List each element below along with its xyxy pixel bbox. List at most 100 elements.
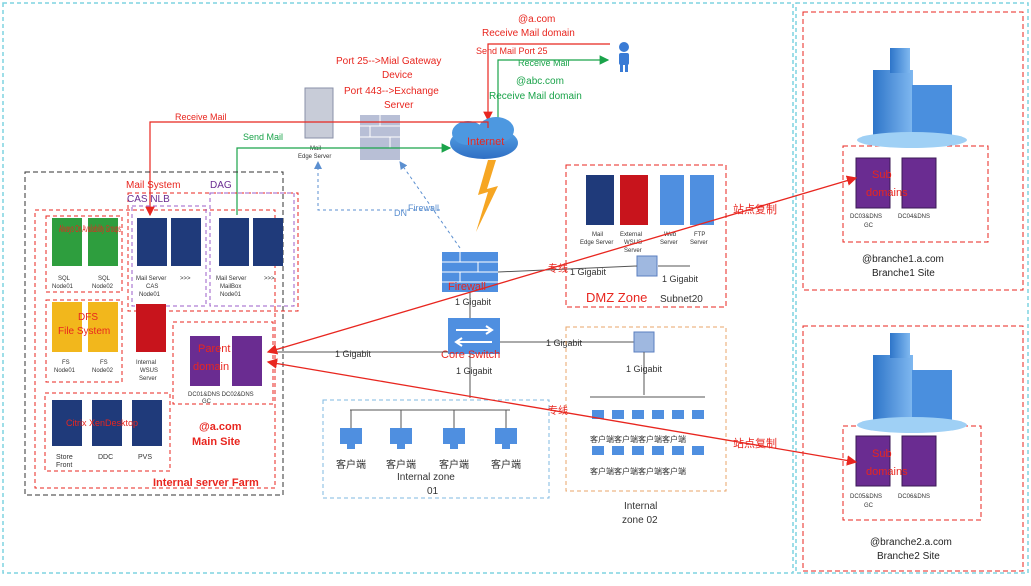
user-icon xyxy=(619,42,629,72)
dc04-label: DC04&DNS xyxy=(898,214,930,220)
fs2-label: FS xyxy=(100,360,108,366)
core-firewall-label: Firewall xyxy=(448,281,486,293)
branch2-sub-label: Sub xyxy=(872,448,892,460)
mailbox-server-icon-2 xyxy=(253,218,283,266)
client-pc-grid xyxy=(592,410,704,455)
more-mailbox-label: >>> xyxy=(264,276,275,282)
firewall-gigabit-label: 1 Gigabit xyxy=(455,297,492,307)
dc01-dc02-label: DC01&DNS DC02&DNS xyxy=(188,392,254,398)
receive-mail-line xyxy=(497,55,610,120)
dfs-label-2: File System xyxy=(58,326,110,337)
internal-wsus-label: Internal xyxy=(136,360,156,366)
abc-com-label: @abc.com xyxy=(516,76,564,87)
fs1-label-2: Node01 xyxy=(54,368,76,374)
dc05-gc-label: GC xyxy=(864,503,874,509)
dag-label: DAG xyxy=(210,180,232,191)
more-cas-label: >>> xyxy=(180,276,191,282)
internal-server-farm-label: Internal server Farm xyxy=(153,477,259,489)
sql-node01-server-icon xyxy=(52,218,82,266)
main-site-domain-label: @a.com xyxy=(199,421,242,433)
edge-server-label: Mail xyxy=(310,146,321,152)
zone1-label: Internal zone xyxy=(397,472,455,483)
replication-line-branch1 xyxy=(266,175,858,355)
zone2-clients-row-1: 客户端客户端客户端客户端 xyxy=(590,434,686,444)
parent-domain-label-2: domain xyxy=(193,361,229,373)
client-label: 客户端 xyxy=(336,458,366,471)
dmz-mail-edge-label: Mail xyxy=(592,232,603,238)
lightning-icon xyxy=(476,160,498,232)
storefront-server-icon xyxy=(52,400,82,446)
dmz-mail-edge-label-2: Edge Server xyxy=(580,240,613,246)
client-label: 客户端 xyxy=(491,458,521,471)
dc04-server-icon xyxy=(901,157,937,209)
port25-label: Port 25-->Mial Gateway xyxy=(336,56,441,67)
pvs-server-icon xyxy=(132,400,162,446)
dc05-label: DC05&DNS xyxy=(850,494,882,500)
port443-label: Port 443-->Exchange xyxy=(344,86,439,97)
mail-cas-label-2: CAS xyxy=(146,284,158,290)
dmz-wsus-label-3: Server xyxy=(624,248,642,254)
mail-cas-label-3: Node01 xyxy=(139,292,161,298)
dc03-label: DC03&DNS xyxy=(850,214,882,220)
pvs-label: PVS xyxy=(138,454,152,461)
dc06-server-icon xyxy=(901,435,937,487)
leased-line-label-bottom: 专线 xyxy=(548,404,568,417)
branch2-site-name: Branche2 Site xyxy=(877,551,940,562)
fs2-label-2: Node02 xyxy=(92,368,114,374)
dmz-wsus-label-2: WSUS xyxy=(624,240,642,246)
client-pc-icon xyxy=(390,428,412,449)
dmz-subnet-label: Subnet20 xyxy=(660,294,703,305)
sql1-label: SQL xyxy=(58,276,71,282)
firewall-link-label: Firewall xyxy=(408,203,439,213)
site-replication-label-1: 站点复制 xyxy=(733,202,777,216)
branch2-domain: @branche2.a.com xyxy=(870,537,952,548)
client-label: 客户端 xyxy=(386,458,416,471)
dc03-gc-label: GC xyxy=(864,223,874,229)
send-mail-port-label: Send Mail Port 25 xyxy=(476,46,548,56)
parent-domain-label: Parent xyxy=(198,343,230,355)
edge-server-label-2: Edge Server xyxy=(298,154,331,160)
sql-node02-server-icon xyxy=(88,218,118,266)
port25-label-2: Device xyxy=(382,70,413,81)
building-icon xyxy=(857,333,967,433)
zone2-label-2: zone 02 xyxy=(622,515,658,526)
sql2-label-2: Node02 xyxy=(92,284,114,290)
always-on-label: Always On Availability Groups xyxy=(59,224,121,235)
ddc-label: DDC xyxy=(98,454,113,461)
client-label: 客户端 xyxy=(439,458,469,471)
dmz-zone-label: DMZ Zone xyxy=(586,290,647,305)
dmz-web-label-2: Server xyxy=(660,240,678,246)
branch1-sub-label: Sub xyxy=(872,169,892,181)
storefront-label-2: Front xyxy=(56,462,72,469)
site-replication-label-2: 站点复制 xyxy=(733,436,777,450)
receive-mail-inbound-label: Receive Mail xyxy=(175,112,227,122)
dmz-ftp-server-icon xyxy=(690,175,714,225)
send-mail-outbound-label: Send Mail xyxy=(243,132,283,142)
branch1-sub-label-2: domains xyxy=(866,187,908,199)
dc05-server-icon xyxy=(855,435,891,487)
dmz-external-wsus-server-icon xyxy=(620,175,648,225)
fs1-label: FS xyxy=(62,360,70,366)
mail-system-label: Mail System xyxy=(126,180,180,191)
branch1-site-name: Branche1 Site xyxy=(872,268,935,279)
fs-node02-server-icon xyxy=(88,302,118,352)
storefront-label: Store xyxy=(56,454,73,461)
ddc-server-icon xyxy=(92,400,122,446)
dc01-server-icon xyxy=(190,336,220,386)
dn-label: DN xyxy=(394,208,407,218)
mailbox-label: Mail Server xyxy=(216,276,246,282)
switch-gigabit-left-label: 1 Gigabit xyxy=(335,349,372,359)
zone2-switch-icon xyxy=(633,331,655,353)
internal-wsus-label-3: Server xyxy=(139,376,157,382)
core-switch-label: Core Switch xyxy=(441,349,500,361)
dfs-group-box xyxy=(45,299,123,383)
switch-gigabit-down-label: 1 Gigabit xyxy=(456,366,493,376)
internet-cloud-icon xyxy=(450,117,518,159)
dmz-ftp-label-2: Server xyxy=(690,240,708,246)
client-pc-icon xyxy=(340,428,362,449)
zone1-label-2: 01 xyxy=(427,486,439,497)
zone2-clients-row-2: 客户端客户端客户端客户端 xyxy=(590,466,686,476)
client-pc-icon xyxy=(443,428,465,449)
